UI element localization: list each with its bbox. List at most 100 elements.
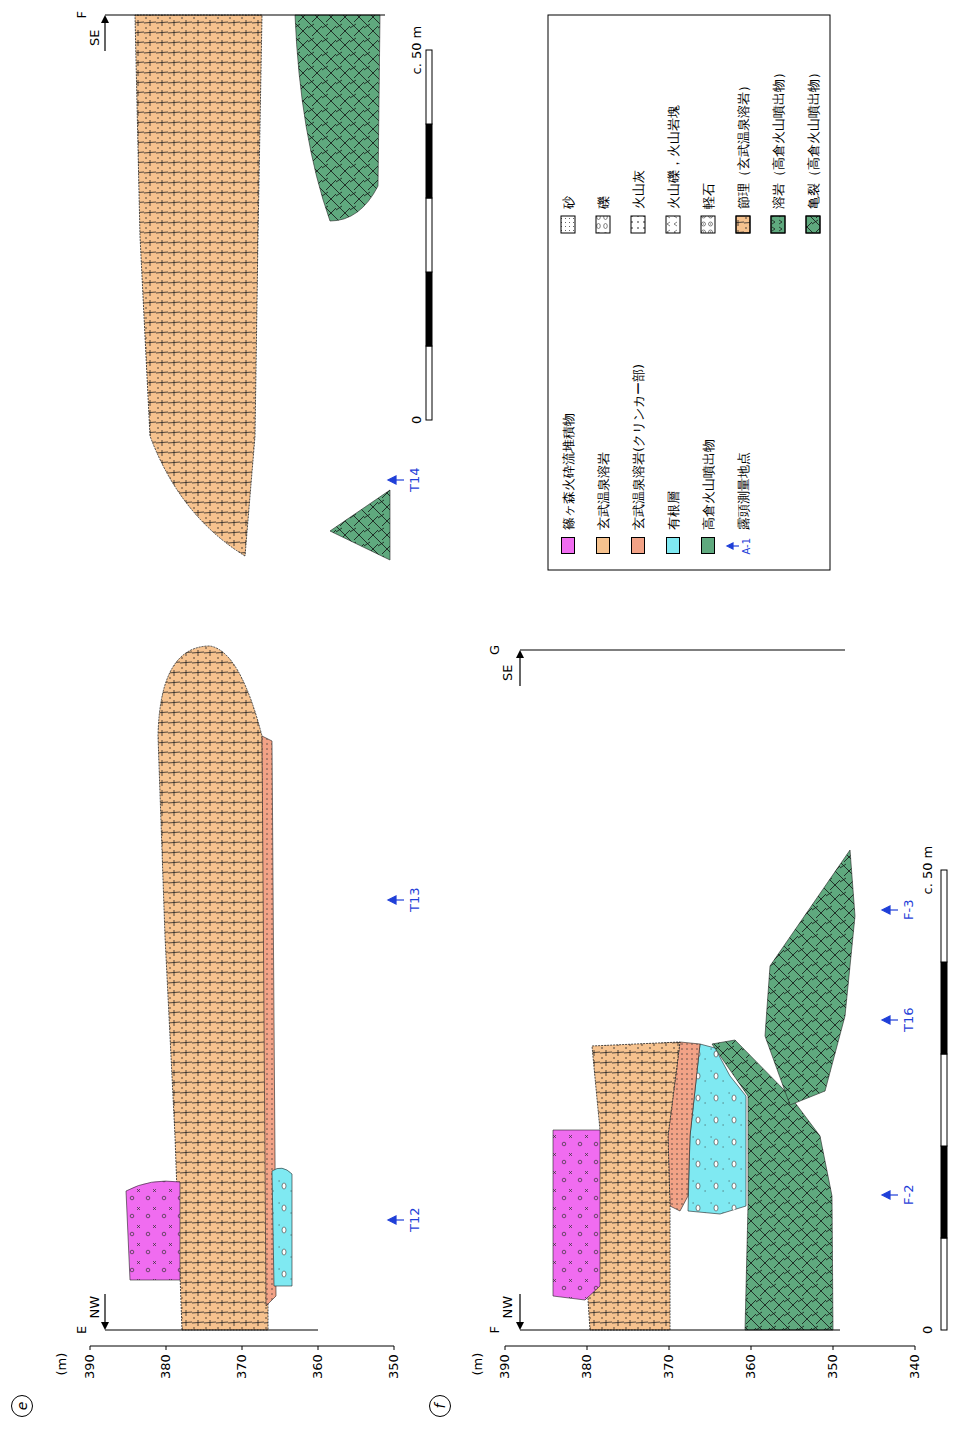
axis-tick-label: 360 [744,1354,758,1379]
section-end-label: E [75,1326,89,1334]
section-graphic [882,1191,890,1199]
survey-point-label: T14 [408,468,422,492]
section-graphic [272,1168,292,1286]
section-graphic [882,906,890,914]
section-end-label: G [488,645,502,655]
section-graphic [330,490,390,560]
section-graphic [941,870,947,962]
axis-tick-label: 350 [387,1354,401,1379]
legend-text: 玄武温泉溶岩 [596,452,611,530]
section-graphic [295,15,380,221]
scale-label: c. 50 m [921,846,935,895]
section-graphic [806,216,820,233]
section-graphic [736,216,750,233]
section-graphic [727,543,733,549]
section-graphic [941,1146,947,1238]
section-graphic [941,962,947,1054]
axis-tick-label: 370 [235,1354,249,1379]
scale-label: 0 [410,416,424,424]
legend-text: 礫 [596,196,611,209]
axis-tick-label: 390 [83,1354,97,1379]
section-graphic [105,1294,318,1330]
axis-tick-label: 350 [826,1354,840,1379]
section-graphic [388,476,898,1224]
section-graphic [388,896,396,904]
section-graphic [771,216,785,233]
legend-text: 火山礫，火山岩塊 [666,105,681,209]
section-graphic [806,216,820,233]
section-graphic [553,1130,600,1300]
section-graphic [105,15,385,1330]
axis-tick-label: 380 [159,1354,173,1379]
section-graphic [426,50,947,1330]
section-graphic [426,346,432,420]
legend-text: 高倉火山噴出物 [701,439,716,530]
section-graphic [135,15,262,556]
section-graphic [426,50,432,124]
section-graphic [135,15,262,556]
section-graphic [90,1346,915,1350]
legend-text: 露頭測量地点 [736,452,751,530]
legend-swatch [701,537,715,554]
section-graphic [426,124,432,198]
section-graphic [765,850,855,1105]
section-graphic [588,1042,680,1330]
axis-tick-label: 360 [311,1354,325,1379]
section-graphic [520,1294,840,1330]
survey-point-label: A-1 [741,538,752,555]
section-graphic [765,850,855,1105]
section-graphic [426,272,432,346]
section-graphic [101,1322,109,1330]
survey-point-label: T12 [408,1208,422,1232]
legend-swatch [561,537,575,554]
section-graphic [388,1216,396,1224]
legend-text: 節理（玄武温泉溶岩） [736,79,751,209]
section-graphic [516,1322,524,1330]
section-graphic [426,198,432,272]
legend-text: 火山灰 [631,170,646,209]
section-graphic [666,216,680,233]
section-graphic [105,15,385,51]
axis-tick-label: 380 [580,1354,594,1379]
section-graphic [272,1168,292,1286]
legend-swatch [631,537,645,554]
scale-label: c. 50 m [410,26,424,75]
survey-point-label: F-3 [902,900,916,920]
section-graphic [941,1238,947,1330]
survey-point-label: T13 [408,888,422,912]
section-graphic [941,1054,947,1146]
section-graphic [295,15,380,221]
survey-point-label: T16 [902,1008,916,1032]
section-graphic [771,216,785,233]
section-end-label: F [488,1326,502,1333]
section-graphic [101,15,109,23]
section-graphic [631,216,645,233]
axis-tick-label: 370 [662,1354,676,1379]
section-graphic [736,216,750,233]
direction-label: SE [88,30,102,46]
section-graphic [90,1346,394,1350]
section-graphic [520,650,845,1330]
legend-text: 砂 [561,196,576,209]
section-graphic [561,216,575,233]
axis-tick-label: 390 [498,1354,512,1379]
section-graphic [505,1346,915,1350]
legend-text: 亀裂（高倉火山噴出物） [806,66,821,209]
section-graphic [548,15,830,570]
axis-unit: (m) [55,1353,69,1376]
section-graphic [882,1016,890,1024]
direction-label: NW [88,1296,102,1319]
section-graphic [330,490,390,560]
legend-swatch [666,537,680,554]
direction-label: SE [501,665,515,681]
section-graphic [388,476,396,484]
legend-swatch [596,537,610,554]
section-graphic [561,216,820,233]
legend-text: 玄武温泉溶岩(クリンカー部) [631,364,646,530]
legend-text: 篠ヶ森火砕流堆積物 [561,413,576,530]
legend-text: 有根層 [666,491,681,530]
section-end-label: F [75,11,89,18]
section-graphic [553,1130,600,1300]
scale-label: 0 [921,1326,935,1334]
